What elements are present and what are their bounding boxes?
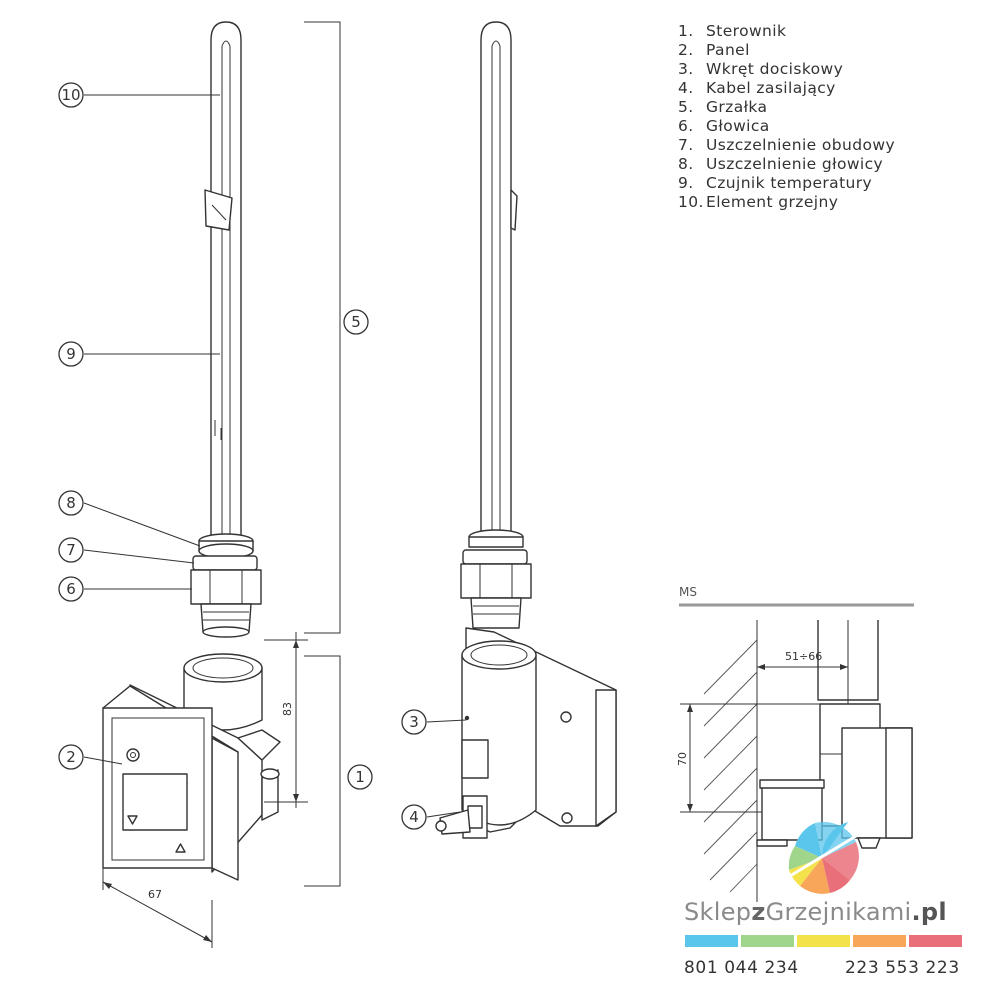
legend-item: 2. Panel xyxy=(678,41,895,60)
legend-item-label: Sterownik xyxy=(706,22,787,40)
brand-part-3: Grzejnikami xyxy=(765,898,912,926)
svg-text:2: 2 xyxy=(66,748,76,766)
legend-item: 3. Wkręt dociskowy xyxy=(678,60,895,79)
brand-part-4: .pl xyxy=(911,898,947,926)
brand-name: SklepzGrzejnikami.pl xyxy=(684,898,947,926)
dimension-70: 70 xyxy=(676,703,822,813)
brand-color-segment xyxy=(685,935,738,947)
legend-item-label: Panel xyxy=(706,41,750,59)
legend-item-number: 7. xyxy=(678,136,694,154)
heating-rod-exploded xyxy=(190,21,262,638)
legend-item-label: Grzałka xyxy=(706,98,768,116)
svg-text:8: 8 xyxy=(66,494,76,512)
svg-text:10: 10 xyxy=(61,86,80,104)
callout-6: 6 xyxy=(58,576,84,602)
dimension-83-label: 83 xyxy=(281,702,294,716)
dimension-67: 67 xyxy=(102,868,213,948)
bracket-1 xyxy=(304,655,341,887)
legend-item-number: 6. xyxy=(678,117,694,135)
dimension-51-66: 51÷66 xyxy=(756,620,849,670)
legend-item-label: Uszczelnienie obudowy xyxy=(706,136,896,154)
legend-item-number: 1. xyxy=(678,22,694,40)
legend-item-label: Głowica xyxy=(706,117,770,135)
callout-5: 5 xyxy=(343,309,369,335)
brand-color-segment xyxy=(853,935,906,947)
phone-number-1: 801 044 234 xyxy=(684,958,799,978)
legend-item-number: 3. xyxy=(678,60,694,78)
legend-item-number: 8. xyxy=(678,155,694,173)
legend-item-number: 2. xyxy=(678,41,694,59)
brand-part-2: z xyxy=(751,898,766,926)
brand-color-segment xyxy=(909,935,962,947)
dimension-67-label: 67 xyxy=(148,888,162,901)
bracket-5 xyxy=(304,21,341,634)
brand-color-bar xyxy=(685,935,962,947)
legend-item: 5. Grzałka xyxy=(678,98,895,117)
svg-text:6: 6 xyxy=(66,580,76,598)
callout-1: 1 xyxy=(347,764,373,790)
svg-text:5: 5 xyxy=(351,313,361,331)
parts-legend: 1. Sterownik 2. Panel 3. Wkręt dociskowy 4. Kab… xyxy=(678,22,895,212)
legend-item-number: 5. xyxy=(678,98,694,116)
phone-number-2: 223 553 223 xyxy=(845,958,960,978)
svg-text:9: 9 xyxy=(66,345,76,363)
controller-assembled xyxy=(435,627,617,839)
legend-item: 1. Sterownik xyxy=(678,22,895,41)
legend-item-number: 9. xyxy=(678,174,694,192)
controller-exploded xyxy=(102,653,281,881)
dimension-83: 83 xyxy=(264,632,308,808)
legend-item-number: 4. xyxy=(678,79,694,97)
legend-item-label: Wkręt dociskowy xyxy=(706,60,844,78)
brand-color-segment xyxy=(741,935,794,947)
legend-item: 10.Element grzejny xyxy=(678,193,895,212)
legend-item: 8. Uszczelnienie głowicy xyxy=(678,155,895,174)
legend-item-label: Element grzejny xyxy=(706,193,839,211)
legend-item-label: Czujnik temperatury xyxy=(706,174,873,192)
svg-text:1: 1 xyxy=(355,768,365,786)
svg-text:3: 3 xyxy=(409,713,419,731)
brand-part-1: Sklep xyxy=(684,898,752,926)
callout-7: 7 xyxy=(58,537,84,563)
callout-9: 9 xyxy=(58,341,84,367)
dimension-70-label: 70 xyxy=(676,752,689,766)
callout-10: 10 xyxy=(58,82,84,108)
callout-4: 4 xyxy=(401,804,427,830)
legend-item: 6. Głowica xyxy=(678,117,895,136)
brand-logo-icon xyxy=(788,821,859,894)
brand-color-segment xyxy=(797,935,850,947)
legend-item-label: Uszczelnienie głowicy xyxy=(706,155,884,173)
dimension-51-66-label: 51÷66 xyxy=(785,650,822,663)
legend-item-label: Kabel zasilający xyxy=(706,79,836,97)
svg-text:4: 4 xyxy=(409,808,419,826)
heating-rod-assembled xyxy=(460,21,532,629)
callout-2: 2 xyxy=(58,744,84,770)
callout-8: 8 xyxy=(58,490,84,516)
svg-text:7: 7 xyxy=(66,541,76,559)
legend-item: 4. Kabel zasilający xyxy=(678,79,895,98)
legend-item: 9. Czujnik temperatury xyxy=(678,174,895,193)
callout-3: 3 xyxy=(401,709,427,735)
legend-item-number: 10. xyxy=(678,193,704,211)
ms-label: MS xyxy=(679,585,697,599)
legend-item: 7. Uszczelnienie obudowy xyxy=(678,136,895,155)
